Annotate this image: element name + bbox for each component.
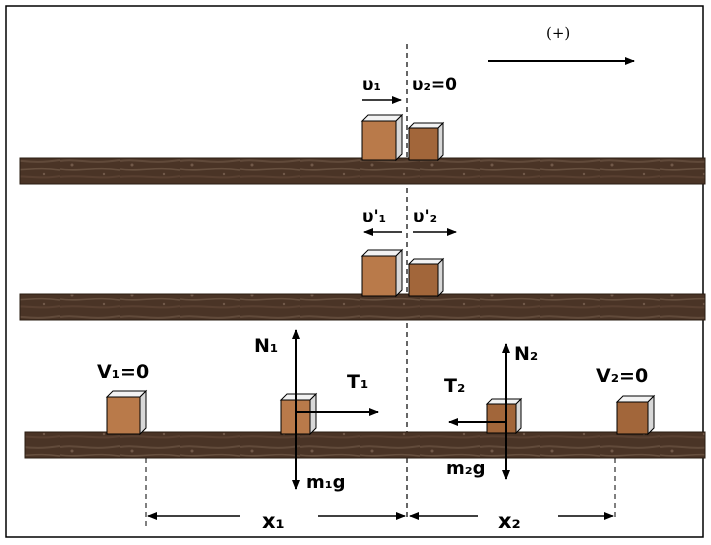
block-1-initial	[105, 389, 148, 436]
distance-x2-label: x₂	[498, 509, 521, 533]
floor-3	[24, 431, 706, 459]
block-1-scene-1	[360, 113, 404, 162]
floor-1	[19, 157, 706, 185]
velocity-1-label: υ₁	[362, 75, 381, 95]
velocity-1-after-label: υ'₁	[362, 207, 386, 227]
velocity-2-after-label: υ'₂	[413, 207, 437, 227]
weight-2-label: m₂g	[446, 458, 486, 479]
block-2-initial-velocity-label: V₂=0	[596, 365, 648, 387]
tension-2-label: T₂	[444, 375, 465, 397]
velocity-2-label: υ₂=0	[412, 75, 457, 95]
positive-direction-label: (+)	[546, 24, 570, 42]
distance-x1-label: x₁	[262, 509, 285, 533]
frame-border	[5, 5, 704, 538]
normal-force-1-label: N₁	[254, 335, 278, 357]
floor-2	[19, 293, 706, 321]
normal-force-2-label: N₂	[514, 343, 538, 365]
block-2-initial	[615, 394, 656, 436]
block-2-scene-2	[407, 257, 445, 298]
block-2-forces	[485, 397, 523, 435]
block-1-scene-2	[360, 248, 404, 298]
weight-1-label: m₁g	[306, 472, 346, 493]
block-2-scene-1	[407, 121, 445, 162]
block-1-initial-velocity-label: V₁=0	[97, 361, 149, 383]
block-1-forces	[279, 392, 318, 436]
tension-1-label: T₁	[347, 371, 368, 393]
